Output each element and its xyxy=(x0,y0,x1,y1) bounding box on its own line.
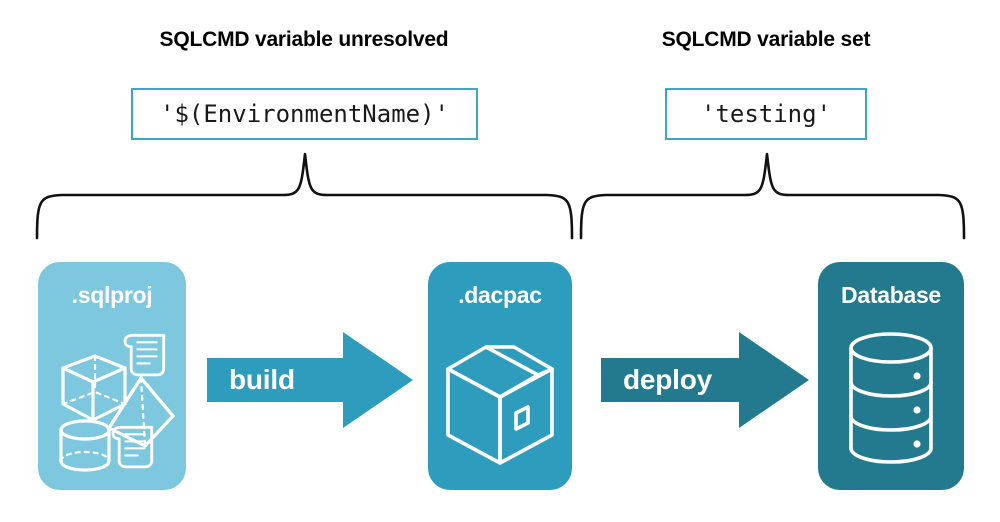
pipeline-stage-dacpac-label: .dacpac xyxy=(458,282,542,308)
annotation-heading-left: SQLCMD variable unresolved xyxy=(159,28,449,51)
pipeline-stage-database[interactable]: Database xyxy=(818,262,964,490)
sql-project-shapes-icon xyxy=(38,314,186,484)
sqlcmd-variable-set-value-box: 'testing' xyxy=(665,88,867,140)
annotation-heading-right: SQLCMD variable set xyxy=(661,28,871,51)
pipeline-stage-sqlproj-label: .sqlproj xyxy=(71,282,153,308)
pipeline-stage-database-label: Database xyxy=(841,282,941,308)
deploy-arrow[interactable]: deploy xyxy=(601,332,809,428)
pipeline-stage-sqlproj[interactable]: .sqlproj xyxy=(38,262,186,490)
database-cylinder-icon xyxy=(818,314,964,484)
sqlcmd-variable-unresolved-value-box: '$(EnvironmentName)' xyxy=(131,88,478,140)
left-curly-brace-icon xyxy=(35,152,574,240)
build-arrow[interactable]: build xyxy=(207,332,413,428)
build-arrow-shape xyxy=(207,332,413,428)
deploy-arrow-shape xyxy=(601,332,809,428)
pipeline-stage-dacpac[interactable]: .dacpac xyxy=(428,262,572,490)
right-curly-brace-icon xyxy=(579,152,966,240)
package-box-icon xyxy=(428,314,572,484)
